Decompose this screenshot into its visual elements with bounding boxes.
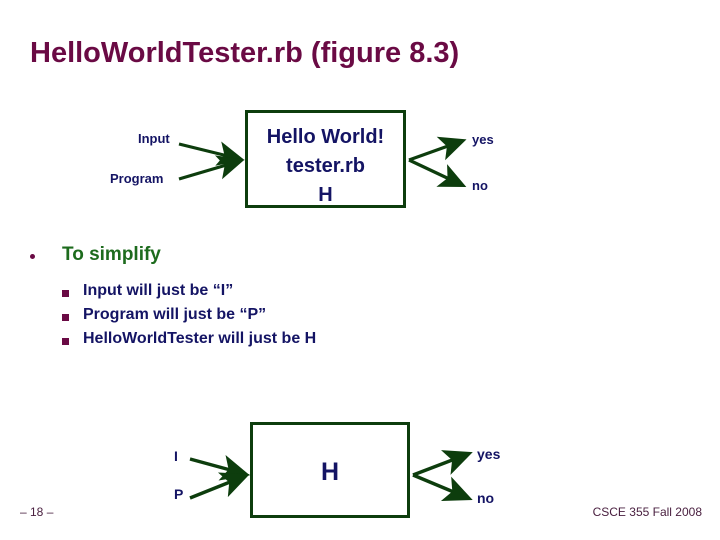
output-label-no: no	[472, 178, 488, 193]
page-title: HelloWorldTester.rb (figure 8.3)	[30, 37, 460, 69]
diagram-top: Hello World! tester.rb H Input Program y…	[0, 100, 720, 220]
arrow-no	[408, 158, 467, 188]
process-box-line-1: Hello World!	[266, 126, 385, 148]
input-label-program: Program	[110, 171, 164, 186]
input-label-p: P	[174, 486, 184, 502]
footer-page-number: – 18 –	[20, 505, 54, 519]
square-bullet-icon	[62, 290, 69, 297]
bullet-level2-label: Program will just be “P”	[83, 306, 267, 323]
process-box-line-3: H	[318, 184, 333, 206]
square-bullet-icon	[62, 338, 69, 345]
bullet-level2-label: HelloWorldTester will just be H	[83, 330, 317, 347]
arrow-output-no	[412, 473, 473, 502]
bullet-level2-label: Input will just be “I”	[83, 282, 234, 299]
arrow-program	[178, 155, 245, 181]
square-bullet-icon	[62, 314, 69, 321]
arrow-yes	[408, 136, 467, 162]
arrow-input-p	[189, 472, 250, 500]
process-box-h-label: H	[320, 458, 340, 486]
arrow-input	[178, 141, 245, 166]
bullet-level2-item: Program will just be “P”	[62, 306, 622, 330]
input-label-i: I	[174, 448, 178, 464]
footer-course-label: CSCE 355 Fall 2008	[592, 505, 702, 519]
output-label-yes: yes	[472, 132, 494, 147]
input-label-input: Input	[138, 131, 170, 146]
bullet-level2-item: Input will just be “I”	[62, 282, 622, 306]
diagram-bottom-arrows	[189, 450, 473, 502]
diagram-bottom: H I P yes no	[0, 418, 720, 522]
bullet-level1-label: To simplify	[62, 244, 161, 265]
bullet-level2-item: HelloWorldTester will just be H	[62, 330, 622, 354]
output-label-no: no	[477, 490, 495, 506]
process-box-h: H	[250, 422, 410, 518]
round-bullet-icon	[30, 254, 35, 259]
process-box-hello-world-tester: Hello World! tester.rb H	[245, 110, 406, 208]
diagram-top-arrows	[178, 136, 467, 188]
arrow-input-i	[189, 454, 250, 481]
output-label-yes: yes	[477, 446, 501, 462]
arrow-output-yes	[412, 450, 473, 477]
process-box-line-2: tester.rb	[286, 155, 365, 177]
